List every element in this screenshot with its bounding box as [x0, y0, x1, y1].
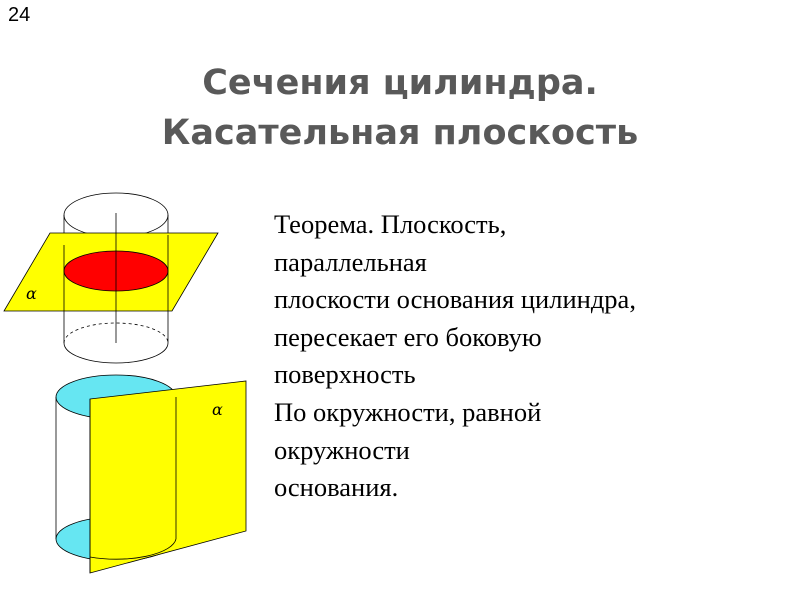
- slide-number: 24: [8, 4, 31, 26]
- theorem-line-2: параллельная: [274, 246, 427, 277]
- theorem-line-8: основания.: [274, 472, 399, 503]
- top-cylinder-top-back: [63, 192, 169, 216]
- slide-title: Сечения цилиндра. Касательная плоскость: [0, 58, 800, 158]
- theorem-line-3: плоскости основания цилиндра,: [274, 284, 636, 315]
- title-line-1: Сечения цилиндра.: [202, 63, 598, 103]
- top-cylinder-bottom-front: [63, 342, 169, 364]
- theorem-line-1: Теорема. Плоскость,: [274, 209, 507, 239]
- theorem-text: Теорема. Плоскость, параллельная плоскос…: [274, 206, 794, 507]
- plane-label-top: α: [26, 284, 37, 303]
- title-line-2: Касательная плоскость: [161, 113, 639, 153]
- theorem-line-7: окружности: [274, 434, 410, 465]
- plane-label-bottom: α: [212, 400, 223, 419]
- theorem-line-4: пересекает его боковую: [274, 321, 542, 352]
- theorem-line-6: По окружности, равной: [274, 396, 542, 427]
- bottom-base-front: [89, 538, 177, 560]
- cylinder-sections-figure: α α: [3, 192, 247, 574]
- theorem-line-5: поверхность: [274, 359, 416, 390]
